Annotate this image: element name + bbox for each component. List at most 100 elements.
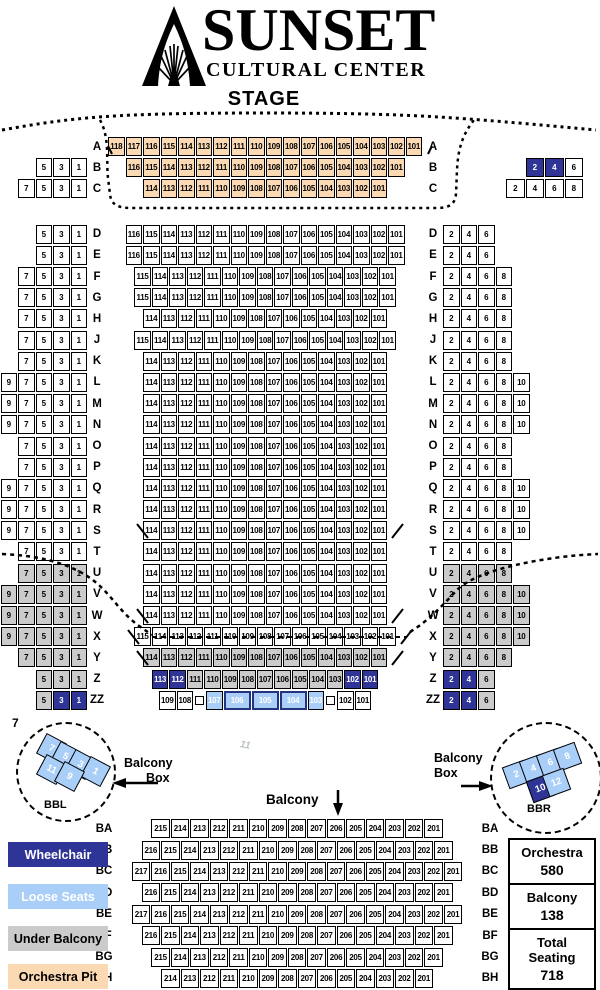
seat-Y-107[interactable]: 107 [265, 648, 282, 668]
seat-BA-211[interactable]: 211 [229, 819, 248, 839]
seat-U-1[interactable]: 1 [70, 563, 87, 583]
seat-Q-8[interactable]: 8 [495, 478, 512, 498]
seat-E-102[interactable]: 102 [370, 245, 387, 265]
seat-BE-208[interactable]: 208 [307, 904, 326, 924]
seat-Y-104[interactable]: 104 [318, 648, 335, 668]
seat-K-2[interactable]: 2 [443, 351, 460, 371]
seat-W-9[interactable]: 9 [0, 606, 17, 626]
seat-F-110[interactable]: 110 [221, 267, 239, 287]
seat-L-108[interactable]: 108 [248, 372, 265, 392]
seat-BB-202[interactable]: 202 [414, 840, 433, 860]
seat-D-102[interactable]: 102 [370, 224, 387, 244]
seat-BH-212[interactable]: 212 [200, 968, 219, 988]
seat-W-4[interactable]: 4 [460, 606, 477, 626]
seat-C-113[interactable]: 113 [160, 179, 177, 199]
seat-G-115[interactable]: 115 [134, 288, 151, 308]
seat-M-3[interactable]: 3 [53, 394, 70, 414]
seat-V-10[interactable]: 10 [513, 584, 530, 604]
seat-A-110[interactable]: 110 [248, 137, 265, 157]
seat-M-113[interactable]: 113 [160, 394, 177, 414]
seat-U-108[interactable]: 108 [248, 563, 265, 583]
seat-BG-203[interactable]: 203 [385, 947, 404, 967]
seat-B-111[interactable]: 111 [213, 158, 230, 178]
seat-F-115[interactable]: 115 [134, 267, 151, 287]
seat-J-6[interactable]: 6 [478, 330, 495, 350]
seat-X-109[interactable]: 109 [239, 627, 256, 647]
seat-Q-103[interactable]: 103 [335, 478, 352, 498]
seat-U-106[interactable]: 106 [283, 563, 300, 583]
seat-BG-215[interactable]: 215 [151, 947, 170, 967]
seat-BA-214[interactable]: 214 [170, 819, 190, 839]
seat-BA-206[interactable]: 206 [326, 819, 346, 839]
seat-E-105[interactable]: 105 [318, 245, 335, 265]
seat-BC-214[interactable]: 214 [190, 861, 209, 881]
seat-J-115[interactable]: 115 [134, 330, 151, 350]
seat-S-101[interactable]: 101 [370, 521, 387, 541]
seat-A-115[interactable]: 115 [160, 137, 177, 157]
seat-M-7[interactable]: 7 [18, 394, 35, 414]
seat-F-113[interactable]: 113 [169, 267, 186, 287]
seat-U-7[interactable]: 7 [18, 563, 35, 583]
seat-U-114[interactable]: 114 [143, 563, 160, 583]
seat-BF-206[interactable]: 206 [336, 926, 355, 946]
seat-S-114[interactable]: 114 [143, 521, 160, 541]
seat-O-114[interactable]: 114 [143, 436, 160, 456]
seat-Y-101[interactable]: 101 [370, 648, 387, 668]
seat-L-10[interactable]: 10 [513, 372, 530, 392]
seat-BH-209[interactable]: 209 [258, 968, 277, 988]
seat-Q-111[interactable]: 111 [195, 478, 212, 498]
seat-O-104[interactable]: 104 [318, 436, 335, 456]
seat-S-5[interactable]: 5 [35, 521, 52, 541]
seat-BB-212[interactable]: 212 [219, 840, 238, 860]
seat-N-10[interactable]: 10 [513, 415, 530, 435]
seat-BF-215[interactable]: 215 [161, 926, 180, 946]
seat-U-107[interactable]: 107 [265, 563, 282, 583]
seat-K-104[interactable]: 104 [318, 351, 335, 371]
seat-Q-2[interactable]: 2 [443, 478, 460, 498]
seat-BC-201[interactable]: 201 [443, 861, 463, 881]
seat-Q-9[interactable]: 9 [0, 478, 17, 498]
seat-U-5[interactable]: 5 [35, 563, 52, 583]
seat-X-9[interactable]: 9 [0, 627, 17, 647]
seat-ZZ-5[interactable]: 5 [35, 690, 52, 710]
seat-A-102[interactable]: 102 [388, 137, 405, 157]
seat-Q-110[interactable]: 110 [213, 478, 230, 498]
seat-V-3[interactable]: 3 [53, 584, 70, 604]
seat-M-102[interactable]: 102 [353, 394, 370, 414]
seat-BC-207[interactable]: 207 [326, 861, 346, 881]
seat-E-109[interactable]: 109 [248, 245, 265, 265]
seat-R-102[interactable]: 102 [353, 500, 370, 520]
seat-P-109[interactable]: 109 [230, 457, 247, 477]
seat-R-5[interactable]: 5 [35, 500, 52, 520]
seat-K-1[interactable]: 1 [70, 351, 87, 371]
seat-F-2[interactable]: 2 [443, 267, 460, 287]
seat-S-1[interactable]: 1 [70, 521, 87, 541]
seat-N-108[interactable]: 108 [248, 415, 265, 435]
seat-O-3[interactable]: 3 [53, 436, 70, 456]
seat-F-109[interactable]: 109 [239, 267, 256, 287]
seat-BH-214[interactable]: 214 [161, 968, 180, 988]
seat-H-3[interactable]: 3 [53, 309, 70, 329]
seat-R-111[interactable]: 111 [195, 500, 212, 520]
seat-P-105[interactable]: 105 [300, 457, 317, 477]
seat-F-6[interactable]: 6 [478, 267, 495, 287]
seat-U-4[interactable]: 4 [460, 563, 477, 583]
seat-F-114[interactable]: 114 [151, 267, 169, 287]
seat-ZZ-1[interactable]: 1 [70, 690, 87, 710]
seat-L-2[interactable]: 2 [443, 372, 460, 392]
seat-BH-208[interactable]: 208 [278, 968, 297, 988]
seat-M-101[interactable]: 101 [370, 394, 387, 414]
seat-J-109[interactable]: 109 [239, 330, 256, 350]
seat-O-113[interactable]: 113 [160, 436, 177, 456]
seat-L-104[interactable]: 104 [318, 372, 335, 392]
seat-L-4[interactable]: 4 [460, 372, 477, 392]
seat-L-105[interactable]: 105 [300, 372, 317, 392]
seat-T-3[interactable]: 3 [53, 542, 70, 562]
seat-S-8[interactable]: 8 [495, 521, 512, 541]
seat-V-112[interactable]: 112 [178, 584, 195, 604]
seat-N-113[interactable]: 113 [160, 415, 177, 435]
seat-E-107[interactable]: 107 [283, 245, 300, 265]
seat-BG-204[interactable]: 204 [365, 947, 385, 967]
seat-U-8[interactable]: 8 [495, 563, 512, 583]
seat-P-7[interactable]: 7 [18, 457, 35, 477]
